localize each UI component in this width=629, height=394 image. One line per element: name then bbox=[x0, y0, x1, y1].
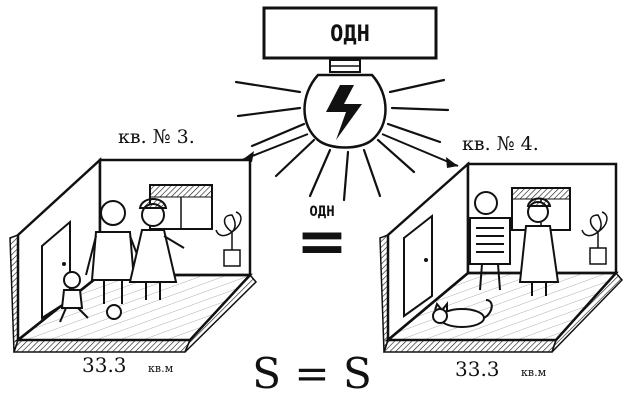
child-figure bbox=[59, 271, 89, 323]
arrow-left bbox=[241, 133, 309, 162]
area-right-unit: кв.м bbox=[521, 366, 547, 379]
room-left bbox=[9, 157, 258, 353]
potted-plant-icon bbox=[215, 211, 242, 267]
apt-left-label: кв. № 3. bbox=[118, 126, 195, 148]
arrow-right bbox=[381, 133, 459, 168]
old-man-figure bbox=[469, 191, 511, 291]
area-left-value: 33.3 bbox=[82, 353, 127, 377]
formula-text: S = S bbox=[252, 349, 371, 394]
potted-plant-icon bbox=[581, 211, 608, 265]
old-woman-figure bbox=[518, 197, 560, 296]
door-icon bbox=[403, 213, 433, 318]
cat-icon bbox=[432, 299, 493, 328]
room-right bbox=[379, 161, 624, 353]
top-sign-text: ОДН bbox=[330, 22, 370, 47]
light-bulb-icon bbox=[303, 59, 387, 149]
center-equals: = bbox=[296, 204, 348, 277]
woman-figure bbox=[128, 198, 185, 300]
lightning-bolt-icon bbox=[326, 85, 362, 140]
center-label: ОДН bbox=[309, 204, 334, 220]
top-sign: ОДН bbox=[262, 6, 438, 62]
apt-right-label: кв. № 4. bbox=[462, 133, 539, 155]
area-left-unit: кв.м bbox=[148, 362, 174, 375]
light-rays bbox=[234, 78, 450, 202]
man-figure bbox=[85, 200, 141, 304]
area-right-value: 33.3 bbox=[455, 357, 500, 381]
ball-icon bbox=[106, 304, 122, 320]
